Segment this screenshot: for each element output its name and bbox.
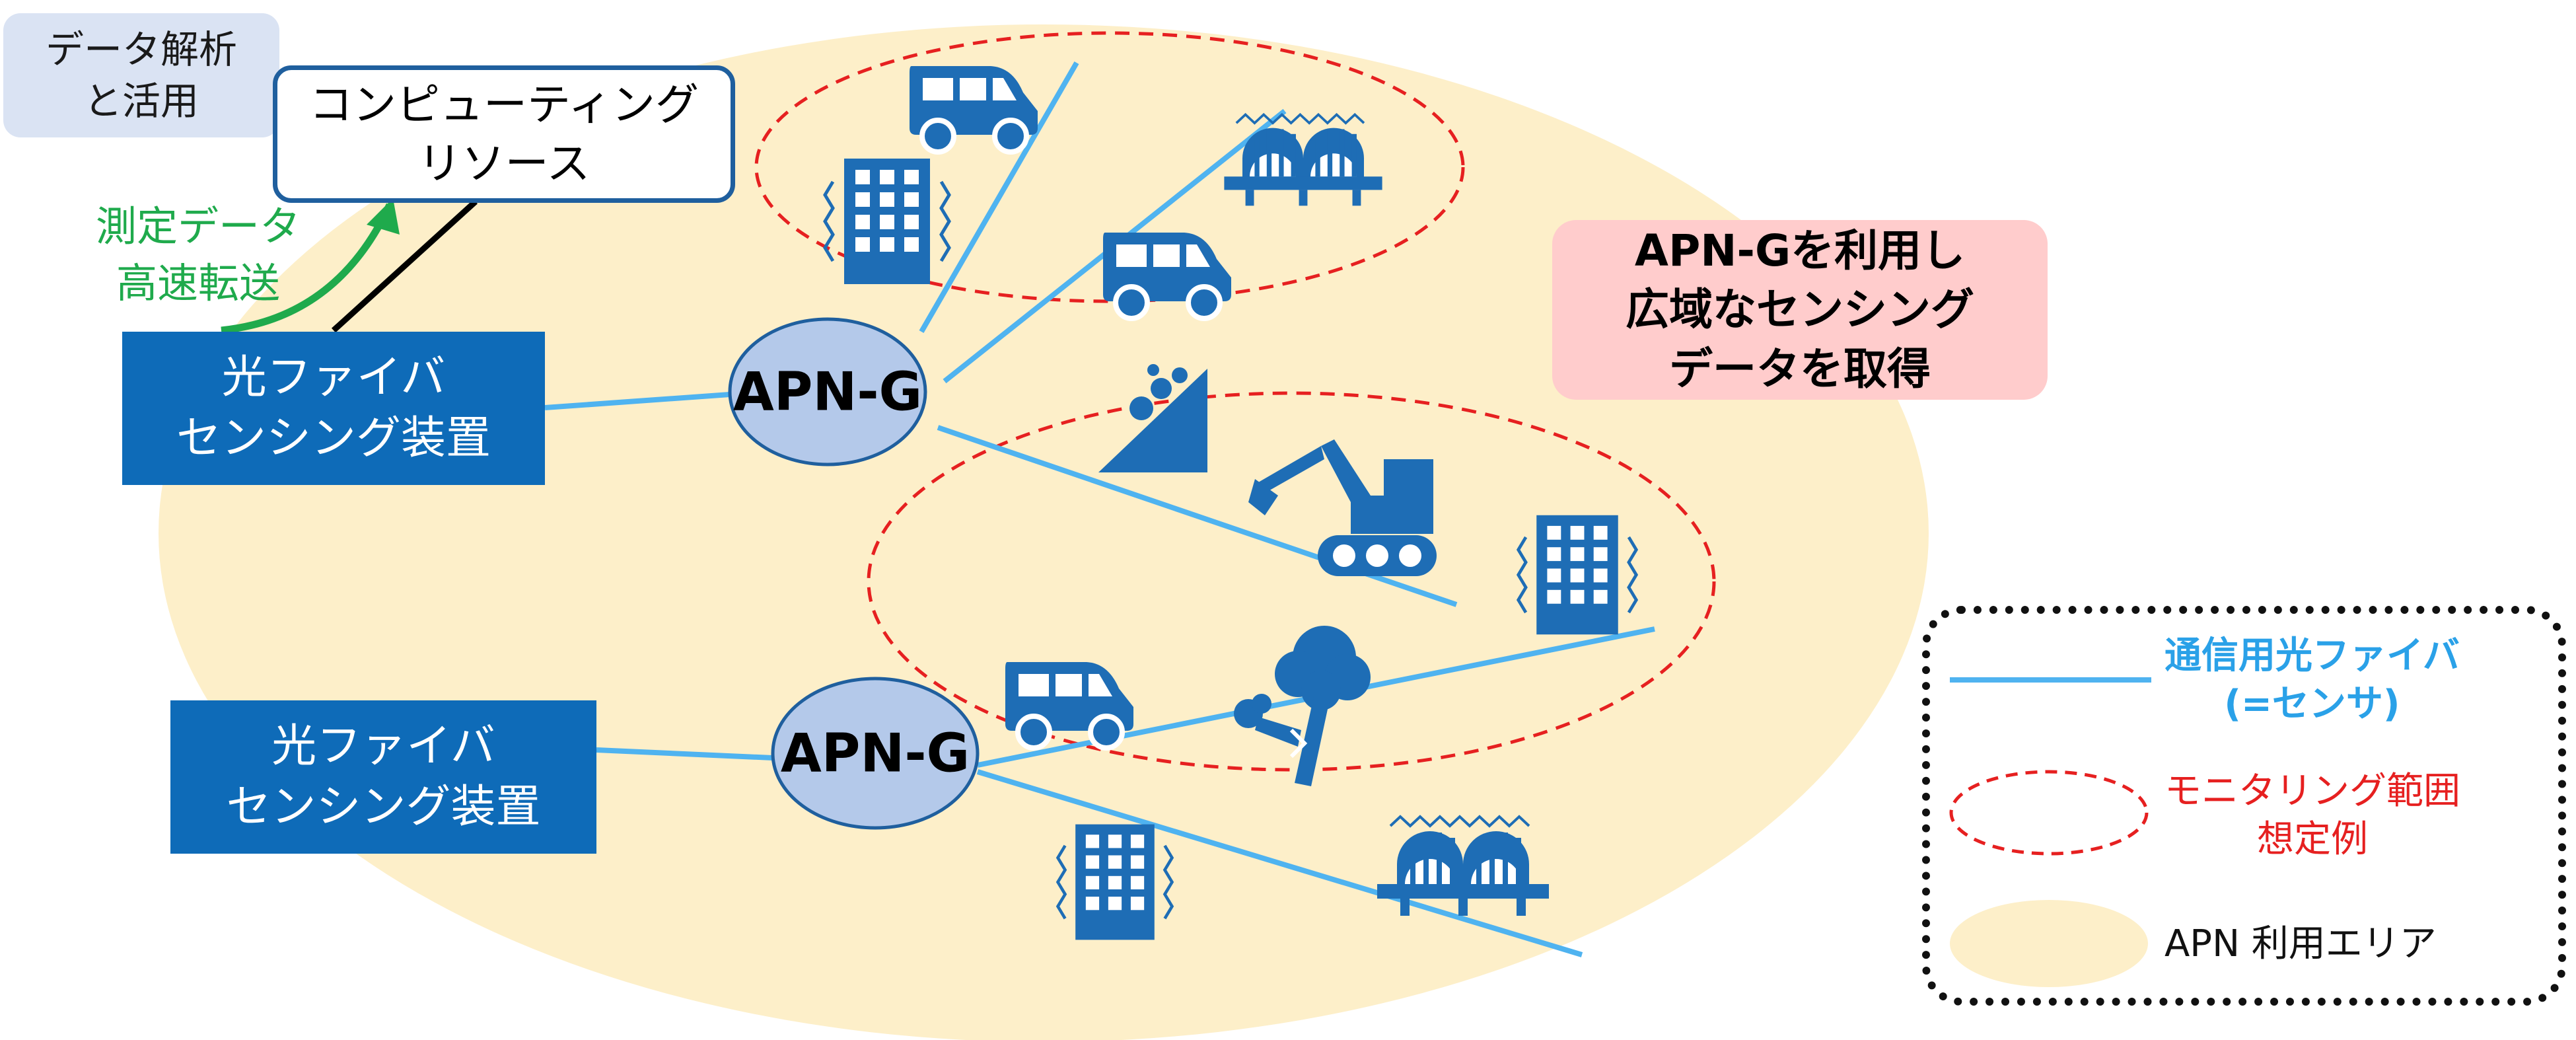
apn-g-node-2 <box>771 677 980 830</box>
callout-line-2: 広域なセンシング <box>1626 284 1974 336</box>
monitoring-range-lower <box>867 391 1716 772</box>
resource-link-line <box>331 199 478 333</box>
legend-fiber-line-1: 通信用光ファイバ <box>2165 634 2460 677</box>
callout-line-3: データを取得 <box>1669 343 1931 394</box>
landslide-icon <box>1098 364 1207 472</box>
device-2-line-2: センシング装置 <box>226 781 541 833</box>
legend-monitor-line-1: モニタリング範囲 <box>2165 770 2460 813</box>
apn-g-label-2: APN-G <box>780 722 970 784</box>
apn-g-label-1: APN-G <box>733 361 923 423</box>
legend-area-symbol <box>1950 900 2148 987</box>
sensing-device-2: 光ファイバ センシング装置 <box>170 700 596 854</box>
transfer-line-1: 測定データ <box>95 202 301 250</box>
data-analysis-label: データ解析 と活用 <box>3 13 279 137</box>
computing-line-2: リソース <box>417 138 590 189</box>
tree-icon <box>1234 626 1371 786</box>
excavator-icon <box>1248 439 1437 576</box>
analysis-line-2: と活用 <box>83 79 199 124</box>
legend-monitor-line-2: 想定例 <box>2257 817 2368 861</box>
device-1-line-2: センシング装置 <box>176 412 491 464</box>
legend-monitor-label: モニタリング範囲 想定例 <box>2165 768 2460 864</box>
device-2-line-1: 光ファイバ <box>271 720 495 773</box>
transfer-arrowhead <box>367 198 400 235</box>
callout-box: APN-Gを利用し 広域なセンシング データを取得 <box>1552 220 2048 400</box>
legend-fiber-line-2: (=センサ) <box>2224 682 2400 725</box>
legend: 通信用光ファイバ (=センサ) モニタリング範囲 想定例 APN 利用エリア <box>1922 606 2566 1006</box>
callout-line-1: APN-Gを利用し <box>1634 225 1966 277</box>
legend-monitor-symbol <box>1949 770 2149 856</box>
apn-area <box>159 24 1929 1040</box>
legend-area-label: APN 利用エリア <box>2165 922 2437 965</box>
computing-line-1: コンピューティング <box>308 79 699 130</box>
transfer-line-2: 高速転送 <box>116 258 280 307</box>
transfer-arrow <box>221 203 393 334</box>
monitoring-range-upper <box>754 31 1465 303</box>
computing-resource-box: コンピューティング リソース <box>273 65 735 203</box>
sensing-device-1: 光ファイバ センシング装置 <box>122 332 545 485</box>
legend-symbols <box>1949 677 2151 987</box>
transfer-label: 測定データ 高速転送 <box>69 198 327 311</box>
device-1-line-1: 光ファイバ <box>221 352 446 404</box>
apn-g-node-1 <box>728 317 927 466</box>
analysis-line-1: データ解析 <box>45 26 237 72</box>
legend-fiber-label: 通信用光ファイバ (=センサ) <box>2165 632 2460 729</box>
